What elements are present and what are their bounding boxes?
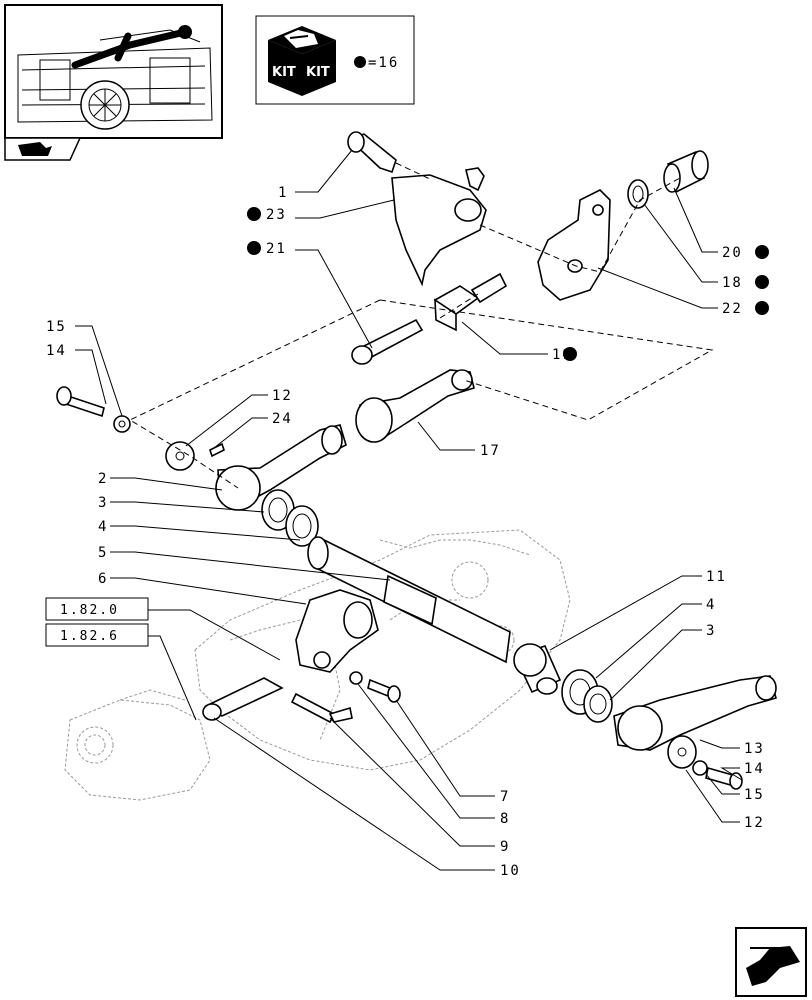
reference-box-1[interactable]: 1.82.0 bbox=[45, 597, 149, 621]
kit-dot-icon bbox=[563, 347, 577, 361]
kit-dot-icon bbox=[755, 275, 769, 289]
kit-legend: KIT KIT =16 bbox=[255, 15, 415, 105]
part-24-key[interactable] bbox=[209, 442, 225, 458]
kit-box-icon: KIT KIT bbox=[268, 26, 336, 96]
next-page-arrow-icon[interactable] bbox=[735, 927, 807, 997]
part-17-lever[interactable] bbox=[355, 369, 475, 443]
part-22-bracket-plate[interactable] bbox=[537, 189, 611, 301]
callout-23: 23 bbox=[266, 207, 287, 223]
callout-labels: 1 23 21 15 14 12 24 2 3 4 5 6 20 18 22 1… bbox=[46, 185, 769, 879]
callout-21: 21 bbox=[266, 241, 287, 257]
callout-12: 12 bbox=[272, 388, 293, 404]
part-5-shaft[interactable] bbox=[307, 536, 511, 664]
callout-7: 7 bbox=[500, 789, 510, 805]
callout-24: 24 bbox=[272, 411, 293, 427]
callout-15-right: 15 bbox=[744, 787, 765, 803]
kit-dot-icon bbox=[755, 301, 769, 315]
part-15-washer-left[interactable] bbox=[113, 415, 131, 433]
part-18-snap-ring[interactable] bbox=[627, 179, 649, 209]
part-9-pin[interactable] bbox=[290, 692, 353, 724]
part-14-bolt-left[interactable] bbox=[56, 386, 105, 418]
kit-label-left: KIT bbox=[272, 65, 296, 80]
callout-10: 10 bbox=[500, 863, 521, 879]
part-13-lever-right[interactable] bbox=[613, 675, 777, 751]
callout-1: 1 bbox=[278, 185, 288, 201]
part-23-quadrant[interactable] bbox=[391, 167, 487, 287]
kit-dot-icon bbox=[354, 56, 366, 68]
previous-page-arrow-icon[interactable] bbox=[4, 137, 82, 161]
callout-13: 13 bbox=[744, 741, 765, 757]
callout-4: 4 bbox=[98, 519, 108, 535]
part-19-connector[interactable] bbox=[433, 272, 508, 332]
callout-5: 5 bbox=[98, 545, 108, 561]
callout-4-right: 4 bbox=[706, 597, 716, 613]
reference-box-2[interactable]: 1.82.6 bbox=[45, 623, 149, 647]
kit-dot-icon bbox=[755, 245, 769, 259]
reference-1-label: 1.82.0 bbox=[60, 603, 119, 618]
callout-18: 18 bbox=[722, 275, 743, 291]
callout-11: 11 bbox=[706, 569, 727, 585]
part-12-washer-right[interactable] bbox=[667, 735, 697, 769]
callout-15: 15 bbox=[46, 319, 67, 335]
part-14-bolt-right[interactable] bbox=[705, 766, 743, 790]
callout-3-right: 3 bbox=[706, 623, 716, 639]
callout-3: 3 bbox=[98, 495, 108, 511]
part-6-lever-hub[interactable] bbox=[295, 589, 379, 673]
callout-12-right: 12 bbox=[744, 815, 765, 831]
part-7-bolt[interactable] bbox=[367, 678, 401, 703]
assembly-dash-lines bbox=[128, 162, 714, 489]
callout-14-right: 14 bbox=[744, 761, 765, 777]
part-4-ring-left[interactable] bbox=[285, 505, 319, 547]
callout-17: 17 bbox=[480, 443, 501, 459]
part-15-washer-right[interactable] bbox=[692, 760, 708, 776]
kit-dot-icon bbox=[247, 207, 261, 221]
part-20-knob[interactable] bbox=[663, 150, 709, 194]
part-1-bolt[interactable] bbox=[347, 131, 397, 174]
callout-14: 14 bbox=[46, 343, 67, 359]
callout-8: 8 bbox=[500, 811, 510, 827]
part-10-lever-pin[interactable] bbox=[202, 677, 284, 721]
part-3-ring-right[interactable] bbox=[583, 685, 613, 723]
tractor-location-thumbnail[interactable] bbox=[4, 4, 223, 139]
callout-9: 9 bbox=[500, 839, 510, 855]
part-11-bushing[interactable] bbox=[513, 643, 562, 695]
kit-equals-label: =16 bbox=[368, 55, 399, 71]
callout-6: 6 bbox=[98, 571, 108, 587]
kit-label-right: KIT bbox=[306, 65, 330, 80]
kit-dot-icon bbox=[247, 241, 261, 255]
callout-20: 20 bbox=[722, 245, 743, 261]
part-8-washer[interactable] bbox=[349, 671, 363, 685]
callout-22: 22 bbox=[722, 301, 743, 317]
part-21-pin[interactable] bbox=[351, 318, 424, 365]
part-12-washer-left[interactable] bbox=[165, 441, 195, 471]
leader-lines bbox=[75, 149, 743, 871]
reference-2-label: 1.82.6 bbox=[60, 629, 119, 644]
callout-2: 2 bbox=[98, 471, 108, 487]
